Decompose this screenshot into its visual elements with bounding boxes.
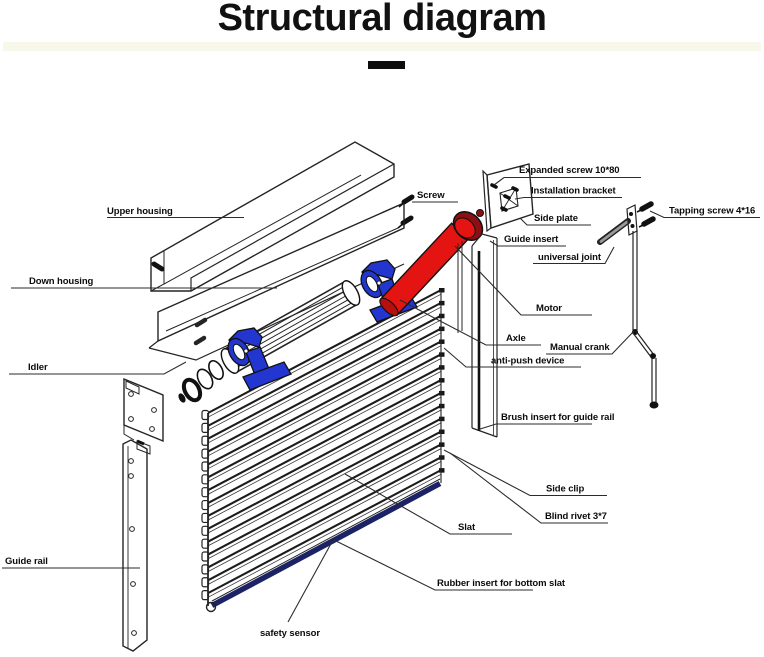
slat-line — [207, 379, 442, 504]
title-underline-dash — [368, 61, 405, 69]
slat-line — [207, 327, 442, 453]
label-side-plate: Side plate — [534, 213, 578, 224]
slat-groove-line — [207, 409, 442, 534]
label-rubber-insert: Rubber insert for bottom slat — [437, 578, 566, 589]
label-down-housing: Down housing — [29, 276, 94, 287]
slat-line — [207, 340, 442, 466]
slat-groove-line — [207, 319, 442, 444]
idler-drawing — [178, 359, 224, 403]
label-side-clip: Side clip — [546, 484, 584, 495]
curtain-edges — [205, 290, 442, 613]
upper-housing-drawing — [150, 141, 395, 292]
leader-lines — [2, 176, 760, 623]
label-anti-push-device: anti-push device — [491, 356, 564, 367]
label-motor: Motor — [536, 303, 562, 314]
label-brush-insert: Brush insert for guide rail — [501, 412, 614, 423]
slat-line — [207, 301, 442, 427]
manual-crank-drawing — [632, 230, 659, 409]
slat-side-clip — [439, 455, 445, 460]
label-guide-rail: Guide rail — [5, 556, 48, 567]
page-title: Structural diagram — [217, 0, 547, 39]
slat-line — [207, 417, 442, 543]
slat-line — [207, 469, 442, 595]
brush-insert-strip — [457, 233, 498, 438]
label-installation-bracket: Installation bracket — [531, 186, 617, 197]
slat-groove-line — [207, 461, 442, 585]
label-axle: Axle — [506, 333, 526, 344]
label-blind-rivet: Blind rivet 3*7 — [545, 511, 607, 522]
label-tapping-screw: Tapping screw 4*16 — [669, 206, 755, 217]
universal-joint-drawing — [597, 204, 638, 245]
slat-groove-line — [207, 306, 442, 431]
motor-drawing — [379, 209, 484, 317]
labels: Upper housing Down housing Idler Guide r… — [5, 165, 755, 639]
slat-side-clip — [439, 313, 445, 319]
slat-groove-line — [207, 371, 442, 495]
slat-side-clip — [439, 339, 445, 344]
slat-line — [207, 366, 442, 492]
label-screw: Screw — [417, 190, 445, 201]
label-idler: Idler — [28, 362, 48, 373]
slat-line — [207, 404, 442, 530]
screw-bolts — [397, 194, 415, 229]
label-guide-insert: Guide insert — [504, 234, 559, 245]
slat-line — [207, 430, 442, 556]
slat-side-clip — [439, 403, 445, 409]
slat-side-clip — [439, 429, 445, 435]
installation-bracket-drawing — [482, 163, 534, 233]
curtain-slats — [201, 288, 445, 601]
slat-side-clip — [439, 326, 445, 332]
slat-side-clip — [439, 442, 445, 447]
slat-groove-line — [207, 358, 442, 482]
slat-side-clip — [439, 300, 445, 306]
slat-groove-line — [207, 422, 442, 547]
label-upper-housing: Upper housing — [107, 206, 173, 217]
slat-line — [207, 443, 442, 569]
slat-side-clip — [439, 416, 445, 422]
label-universal-joint: universal joint — [538, 252, 602, 263]
slat-groove-line — [207, 435, 442, 560]
left-bracket-plate — [123, 377, 164, 455]
safety-sensor-end-cap — [205, 601, 217, 613]
slat-line — [207, 392, 442, 517]
bottom-slat-rubber-bar — [210, 481, 442, 608]
slat-groove-line — [207, 473, 442, 598]
slat-groove-line — [207, 396, 442, 521]
slat-groove-line — [207, 448, 442, 572]
down-housing-drawing — [148, 194, 415, 361]
slat-side-clip — [439, 390, 445, 396]
slat-side-clip — [439, 468, 445, 473]
slat-groove-line — [207, 345, 442, 470]
slat-side-clip — [439, 288, 445, 293]
label-slat: Slat — [458, 522, 476, 533]
tapping-screws — [636, 201, 656, 228]
guide-rail-drawing — [122, 439, 148, 652]
slat-groove-line — [207, 293, 442, 418]
slat-groove-line — [207, 332, 442, 457]
label-expanded-screw: Expanded screw 10*80 — [519, 165, 619, 176]
slat-line — [207, 314, 442, 440]
axle-bracket-left — [227, 327, 292, 391]
label-safety-sensor: safety sensor — [260, 628, 320, 639]
slat-groove-line — [207, 383, 442, 508]
slat-side-clip — [439, 378, 445, 383]
slat-line — [207, 456, 442, 582]
slat-side-clip — [439, 352, 445, 357]
slat-side-clip — [439, 365, 445, 370]
title-highlight-band — [3, 42, 761, 51]
label-manual-crank: Manual crank — [550, 342, 610, 353]
slat-line — [207, 353, 442, 479]
